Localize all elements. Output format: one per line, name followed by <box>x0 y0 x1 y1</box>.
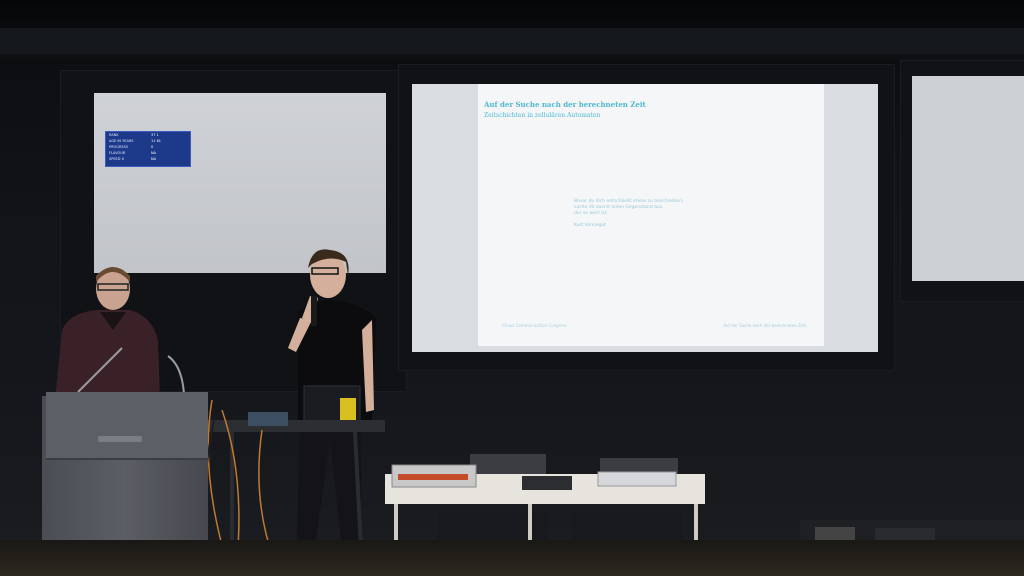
lectern-top <box>46 392 208 460</box>
slide-quote: Bevor du dich entschließt etwas zu besch… <box>574 199 744 229</box>
hud-label: PROGRESS <box>109 145 129 149</box>
keyboard <box>597 471 677 487</box>
hud-value: NA <box>151 151 157 155</box>
presentation-slide: Auf der Suche nach der berechneten Zeit … <box>478 84 824 346</box>
presenter-left <box>55 267 160 400</box>
projection-screen-left <box>94 93 386 273</box>
hud-label: AGE IN YEARS <box>109 139 134 143</box>
hud-row: PROGRESS 0 <box>109 145 187 150</box>
lectern-handle <box>98 436 142 442</box>
lectern-mic-2 <box>167 355 185 395</box>
floor <box>0 540 1024 576</box>
hud-value: 0 <box>151 145 154 149</box>
slide-footer-left: Chaos Communication Congress <box>502 323 567 328</box>
chair <box>470 454 546 474</box>
quote-line: suche dir zuerst einen Gegenstand aus, <box>574 205 664 210</box>
hud-label: SPEED X <box>109 157 124 161</box>
hud-value: 37 1 <box>151 133 159 137</box>
hud-label: RANK <box>109 133 119 137</box>
slide-title: Auf der Suche nach der berechneten Zeit <box>484 100 646 109</box>
hud-label: FLAVOUR <box>109 151 126 155</box>
lectern-mic <box>77 347 123 393</box>
quote-line: der es wert ist. <box>574 211 608 216</box>
hud-row: AGE IN YEARS 11 61 <box>109 139 187 144</box>
device <box>248 412 288 426</box>
quote-line: Bevor du dich entschließt etwas zu besch… <box>574 199 684 204</box>
hud-value: NA <box>151 157 157 161</box>
hud-value: 11 61 <box>151 139 162 143</box>
hud-row: SPEED X NA <box>109 157 187 162</box>
game-status-panel: RANK 37 1 AGE IN YEARS 11 61 PROGRESS 0 FLA… <box>105 131 191 167</box>
laptop-closed <box>522 476 572 490</box>
ceiling-beam <box>0 28 1024 54</box>
hud-row: FLAVOUR NA <box>109 151 187 156</box>
quote-author: Kurt Vonnegut <box>574 223 607 228</box>
slide-subtitle: Zeitschichten in zellulären Automaten <box>484 112 601 119</box>
projection-screen-right <box>912 76 1024 281</box>
slide-footer-right: Auf der Suche nach der berechneten Zeit <box>723 323 806 328</box>
hud-row: RANK 37 1 <box>109 133 187 138</box>
